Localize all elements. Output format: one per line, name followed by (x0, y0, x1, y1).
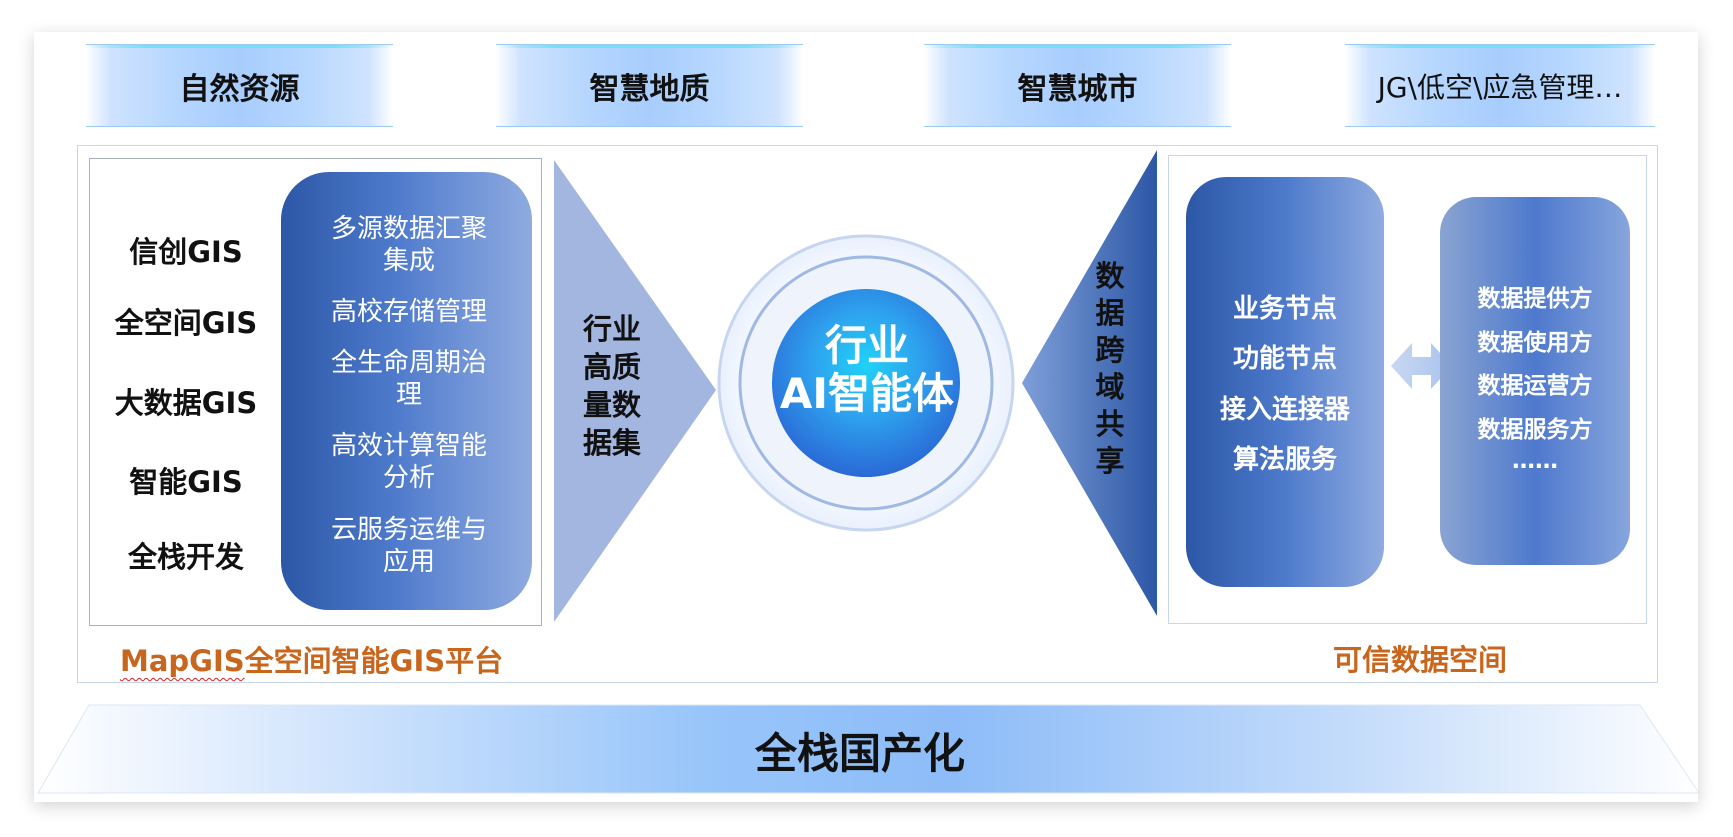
center-title: 行业 AI智能体 (767, 322, 967, 418)
role-item: 数据使用方 (1477, 330, 1593, 356)
capability-line: 分析 (382, 463, 435, 493)
capability-item: 云服务运维与应用 (314, 514, 504, 578)
gis-item-intelligent: 智能GIS (129, 465, 243, 499)
capability-line: 云服务运维与 (330, 515, 487, 545)
label-line: 高质 (582, 350, 641, 384)
capability-item: 全生命周期治理 (314, 347, 504, 411)
capability-line: 理 (395, 380, 422, 410)
gis-item-xinchuang: 信创GIS (129, 235, 243, 269)
role-item: 数据运营方 (1477, 373, 1593, 399)
left-section-title-suffix: 全空间智能GIS平台 (244, 644, 504, 678)
capability-line: 集成 (382, 246, 435, 276)
right-section-title: 可信数据空间 (1332, 643, 1507, 677)
banner-label: 智慧地质 (589, 71, 710, 107)
node-item: 算法服务 (1232, 445, 1337, 475)
node-item: 业务节点 (1232, 294, 1337, 324)
node-item: 接入连接器 (1219, 395, 1350, 425)
label-line: 据集 (582, 426, 641, 460)
capability-item: 高校存储管理 (330, 297, 487, 327)
role-item: 数据服务方 (1477, 417, 1593, 443)
banner-emergency-management: JG\低空\应急管理… (1345, 44, 1655, 127)
label-line: 享 (1095, 444, 1125, 478)
node-panel (1186, 177, 1384, 587)
capability-line: 应用 (382, 547, 435, 577)
right-triangle-label: 数据跨域共享 (1088, 258, 1132, 480)
middle-frame (77, 145, 1658, 683)
role-item: 数据提供方 (1477, 286, 1593, 312)
capability-line: 多源数据汇聚 (330, 214, 487, 244)
capability-item: 多源数据汇聚集成 (314, 213, 504, 277)
role-panel (1440, 197, 1630, 565)
right-frame (1168, 155, 1647, 624)
center-title-line2: AI智能体 (779, 369, 955, 418)
label-line: 域 (1095, 370, 1125, 404)
banner-smart-city: 智慧城市 (924, 44, 1231, 127)
center-title-line1: 行业 (824, 321, 909, 370)
capability-item: 高效计算智能分析 (314, 430, 504, 494)
left-section-title-prefix: MapGIS (120, 644, 245, 678)
banner-label: JG\低空\应急管理… (1377, 70, 1623, 104)
left-frame (89, 158, 542, 626)
banner-natural-resources: 自然资源 (86, 44, 393, 127)
label-line: 据 (1095, 296, 1125, 330)
gis-item-full-stack: 全栈开发 (127, 540, 244, 574)
role-item: …… (1512, 448, 1558, 474)
left-triangle-label: 行业高质量数据集 (572, 310, 652, 462)
banner-label: 自然资源 (179, 71, 300, 107)
label-line: 跨 (1095, 333, 1125, 367)
capability-panel (281, 172, 532, 610)
label-line: 行业 (582, 312, 641, 346)
label-line: 数 (1095, 259, 1125, 293)
left-section-title: MapGIS全空间智能GIS平台 (120, 638, 503, 680)
capability-line: 全生命周期治 (330, 348, 487, 378)
capability-line: 高效计算智能 (330, 431, 487, 461)
banner-smart-geology: 智慧地质 (496, 44, 803, 127)
node-item: 功能节点 (1232, 344, 1337, 374)
label-line: 量数 (582, 388, 641, 422)
gis-item-full-space: 全空间GIS (114, 306, 258, 340)
gis-item-big-data: 大数据GIS (114, 386, 258, 420)
banner-label: 智慧城市 (1017, 71, 1138, 107)
bottom-banner-title: 全栈国产化 (754, 729, 965, 778)
label-line: 共 (1095, 407, 1125, 441)
